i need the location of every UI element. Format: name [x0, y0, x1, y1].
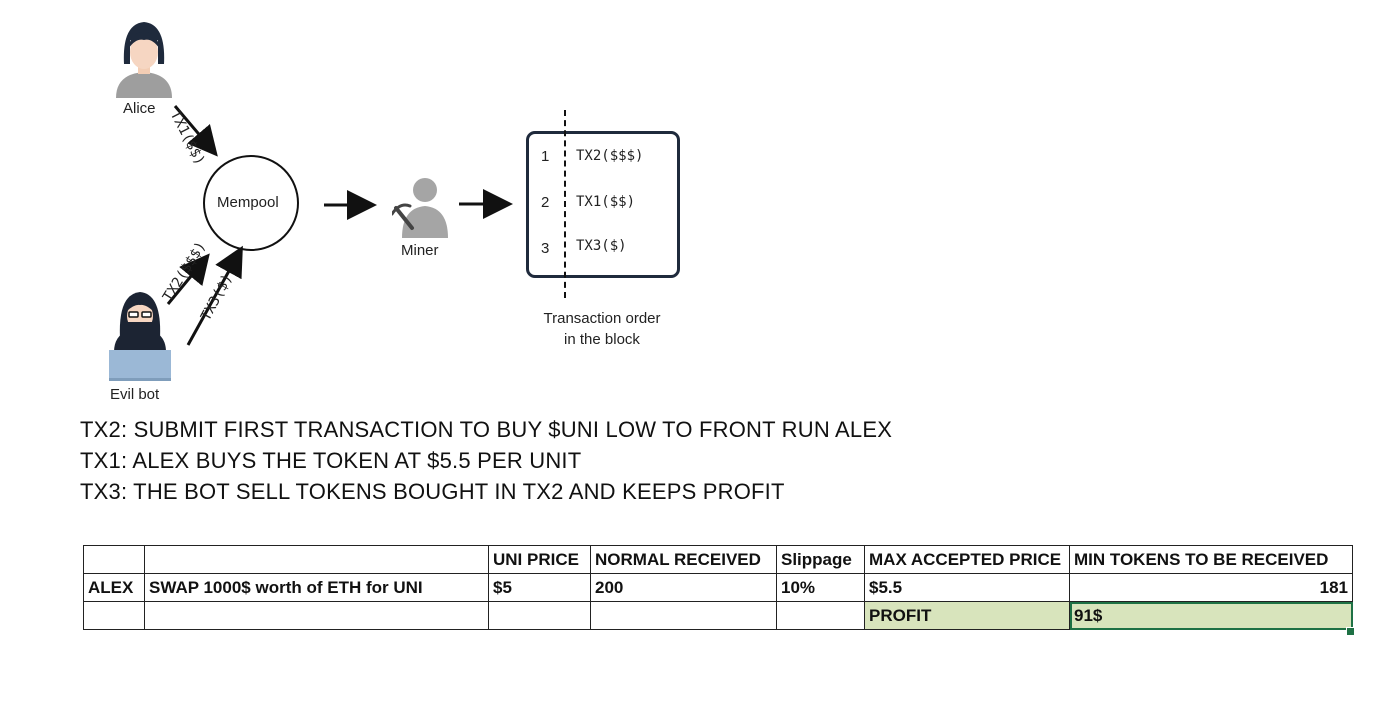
alice-label: Alice [123, 100, 156, 117]
block-box [526, 131, 680, 278]
header-slippage[interactable]: Slippage [776, 545, 865, 574]
cell-empty-b[interactable] [144, 601, 489, 630]
alice-avatar-icon [116, 22, 172, 98]
block-caption: Transaction order in the block [520, 308, 684, 350]
header-uni-price[interactable]: UNI PRICE [488, 545, 591, 574]
flow-arrows [166, 105, 513, 346]
evil-bot-avatar-icon [109, 292, 171, 381]
header-cell-b[interactable] [144, 545, 489, 574]
cell-max-accepted-price[interactable]: $5.5 [864, 573, 1070, 602]
header-max-accepted-price[interactable]: MAX ACCEPTED PRICE [864, 545, 1070, 574]
header-min-tokens[interactable]: MIN TOKENS TO BE RECEIVED [1069, 545, 1353, 574]
block-divider [564, 110, 566, 298]
miner-icon [392, 178, 448, 238]
cell-empty-c[interactable] [488, 601, 591, 630]
cell-min-tokens[interactable]: 181 [1069, 573, 1353, 602]
cell-uni-price[interactable]: $5 [488, 573, 591, 602]
selection-fill-handle[interactable] [1346, 627, 1355, 636]
tx3-arrow [186, 245, 243, 346]
note-tx3: TX3: THE BOT SELL TOKENS BOUGHT IN TX2 A… [80, 479, 785, 504]
note-tx1: TX1: ALEX BUYS THE TOKEN AT $5.5 PER UNI… [80, 448, 582, 473]
block-row-3-tx: TX3($) [576, 238, 627, 254]
block-caption-line-2: in the block [564, 331, 640, 348]
sheet-data-row: ALEX SWAP 1000$ worth of ETH for UNI $5 … [83, 573, 1353, 602]
cell-normal-received[interactable]: 200 [590, 573, 777, 602]
sheet-header-row: UNI PRICE NORMAL RECEIVED Slippage MAX A… [83, 545, 1353, 574]
block-row-2-tx: TX1($$) [576, 194, 636, 210]
header-cell-a[interactable] [83, 545, 145, 574]
sheet-profit-row: PROFIT 91$ [83, 601, 1353, 630]
header-normal-received[interactable]: NORMAL RECEIVED [590, 545, 777, 574]
cell-empty-d[interactable] [590, 601, 777, 630]
cell-profit-label[interactable]: PROFIT [864, 601, 1070, 630]
cell-action[interactable]: SWAP 1000$ worth of ETH for UNI [144, 573, 489, 602]
cell-profit-value[interactable]: 91$ [1069, 601, 1353, 630]
swap-sheet: UNI PRICE NORMAL RECEIVED Slippage MAX A… [83, 545, 1353, 630]
block-caption-line-1: Transaction order [543, 310, 661, 327]
tx1-arrow [173, 105, 218, 157]
mempool-circle [203, 155, 299, 251]
cell-empty-e[interactable] [776, 601, 865, 630]
evil-bot-label: Evil bot [110, 386, 160, 403]
cell-user[interactable]: ALEX [83, 573, 145, 602]
block-row-2-number: 2 [541, 194, 550, 211]
mempool-label: Mempool [217, 194, 279, 211]
block-row-3-number: 3 [541, 240, 550, 257]
cell-empty-a[interactable] [83, 601, 145, 630]
note-tx2: TX2: SUBMIT FIRST TRANSACTION TO BUY $UN… [80, 417, 893, 442]
miner-label: Miner [401, 242, 439, 259]
cell-slippage[interactable]: 10% [776, 573, 865, 602]
block-row-1-number: 1 [541, 148, 550, 165]
block-row-1-tx: TX2($$$) [576, 148, 644, 164]
tx2-arrow [166, 253, 210, 305]
